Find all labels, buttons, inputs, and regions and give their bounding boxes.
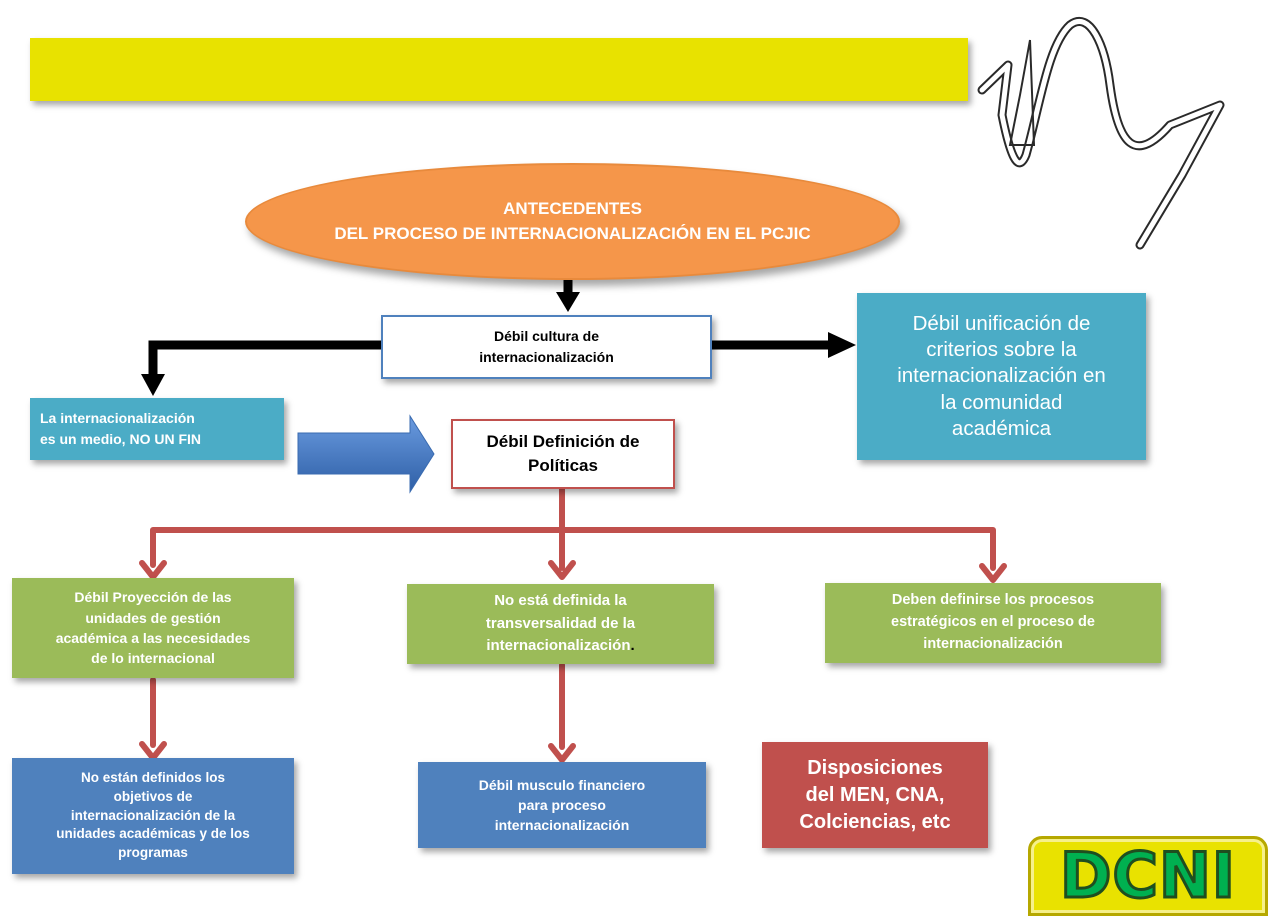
header-band	[30, 38, 968, 101]
oval-line-2: DEL PROCESO DE INTERNACIONALIZACIÓN EN E…	[334, 223, 811, 243]
node-weak-unification-line-5: académica	[951, 416, 1052, 440]
node-strategic-processes-line-2: estratégicos en el proceso de	[891, 614, 1095, 631]
node-weak-culture-line-1: Débil cultura de	[493, 328, 600, 344]
node-weak-unification-line-3: internacionalización en	[897, 364, 1106, 388]
node-weak-policies: Débil Definición de Políticas	[451, 419, 675, 489]
node-undefined-objectives-line-4: unidades académicas y de los	[56, 826, 250, 842]
dcni-logo: DCNI	[1028, 836, 1268, 916]
node-transversality-period: .	[630, 637, 635, 655]
blue-block-arrow	[297, 414, 435, 494]
node-dispositions-line-1: Disposiciones	[807, 756, 943, 779]
node-weak-projection-line-1: Débil Proyección de las	[74, 589, 232, 606]
node-strategic-processes-line-3: internacionalización	[923, 635, 1063, 652]
antecedentes-oval: ANTECEDENTES DEL PROCESO DE INTERNACIONA…	[245, 163, 900, 280]
node-weak-projection: Débil Proyección de las unidades de gest…	[12, 578, 294, 678]
node-weak-culture: Débil cultura de internacionalización	[381, 315, 712, 379]
node-means-not-end-line-2: es un medio, NO UN FIN	[40, 431, 202, 447]
node-weak-culture-line-2: internacionalización	[479, 349, 614, 365]
node-weak-unification-line-2: criterios sobre la	[926, 338, 1077, 362]
node-transversality-line-1: No está definida la	[494, 592, 627, 610]
node-transversality-line-3: internacionalización.	[486, 635, 634, 658]
node-means-not-end-line-1: La internacionalización	[40, 410, 195, 426]
dcni-logo-text: DCNI	[1059, 839, 1237, 912]
node-undefined-objectives-line-1: No están definidos los	[80, 769, 226, 785]
squiggle-arrow-icon	[977, 17, 1225, 250]
node-weak-financial-line-3: internacionalización	[494, 817, 630, 834]
node-dispositions: Disposiciones del MEN, CNA, Colciencias,…	[762, 742, 988, 848]
node-weak-unification-line-1: Débil unificación de	[912, 311, 1091, 335]
node-weak-projection-line-2: unidades de gestión	[85, 609, 221, 626]
node-weak-financial: Débil musculo financiero para proceso in…	[418, 762, 706, 848]
red-connectors	[150, 486, 996, 750]
oval-line-1: ANTECEDENTES	[503, 198, 642, 218]
node-weak-financial-line-2: para proceso	[518, 796, 606, 813]
node-transversality-line-3-text: internacionalización	[486, 637, 631, 655]
node-undefined-objectives-line-5: programas	[118, 845, 188, 861]
node-transversality: No está definida la transversalidad de l…	[407, 584, 714, 664]
node-weak-projection-line-4: de lo internacional	[91, 650, 215, 667]
node-transversality-line-2: transversalidad de la	[485, 614, 636, 632]
node-weak-projection-line-3: académica a las necesidades	[55, 630, 251, 646]
node-undefined-objectives-line-3: internacionalización de la	[70, 807, 236, 823]
node-weak-policies-line-1: Débil Definición de	[486, 432, 640, 452]
node-weak-policies-line-2: Políticas	[528, 456, 598, 475]
node-strategic-processes-line-1: Deben definirse los procesos	[891, 592, 1095, 609]
node-dispositions-line-3: Colciencias, etc	[799, 810, 951, 833]
node-weak-unification-line-4: la comunidad	[940, 390, 1063, 414]
node-strategic-processes: Deben definirse los procesos estratégico…	[825, 583, 1161, 663]
node-means-not-end: La internacionalización es un medio, NO …	[30, 398, 284, 460]
node-undefined-objectives-line-2: objetivos de	[113, 788, 193, 804]
node-weak-financial-line-1: Débil musculo financiero	[478, 776, 646, 793]
node-weak-unification: Débil unificación de criterios sobre la …	[857, 293, 1146, 460]
node-undefined-objectives: No están definidos los objetivos de inte…	[12, 758, 294, 874]
node-dispositions-line-2: del MEN, CNA,	[805, 783, 945, 806]
